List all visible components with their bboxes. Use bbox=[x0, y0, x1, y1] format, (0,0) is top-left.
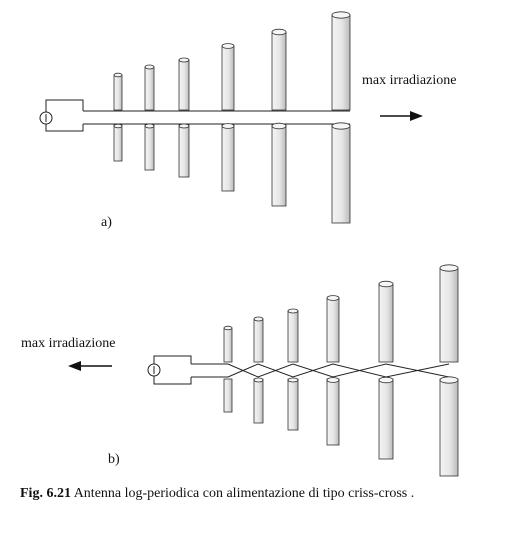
dipole-element-b-4 bbox=[326, 295, 340, 446]
criss-cross-line bbox=[222, 363, 450, 378]
feed-line-a bbox=[45, 99, 350, 132]
dipole-element-b-5 bbox=[378, 280, 394, 460]
dipole-element-b-6 bbox=[439, 264, 459, 477]
direction-arrow-right bbox=[380, 111, 423, 121]
figure-caption: Fig. 6.21 Antenna log-periodica con alim… bbox=[20, 486, 520, 502]
dipole-element-3 bbox=[178, 57, 190, 178]
source-icon bbox=[147, 363, 161, 377]
dipole-element-5 bbox=[271, 28, 287, 207]
figure-number: Fig. 6.21 bbox=[20, 486, 71, 501]
dipole-element-b-1 bbox=[223, 325, 233, 413]
feed-line-b bbox=[153, 355, 222, 385]
panel-label-b: b) bbox=[108, 452, 120, 467]
source-icon bbox=[39, 111, 53, 125]
dipole-element-b-3 bbox=[287, 308, 299, 431]
direction-label-a: max irradiazione bbox=[362, 73, 456, 88]
dipole-element-4 bbox=[221, 43, 235, 192]
diagram-b: max irradiazione b) bbox=[21, 264, 459, 477]
dipole-element-b-2 bbox=[253, 316, 264, 424]
diagram-a: max irradiazione a) bbox=[39, 11, 456, 230]
panel-label-a: a) bbox=[101, 215, 112, 230]
dipole-element-6 bbox=[331, 11, 351, 224]
direction-arrow-left bbox=[68, 361, 112, 371]
dipole-element-2 bbox=[144, 64, 155, 171]
direction-label-b: max irradiazione bbox=[21, 336, 115, 351]
dipole-element-1 bbox=[113, 72, 123, 162]
caption-text: Antenna log-periodica con alimentazione … bbox=[73, 486, 415, 501]
